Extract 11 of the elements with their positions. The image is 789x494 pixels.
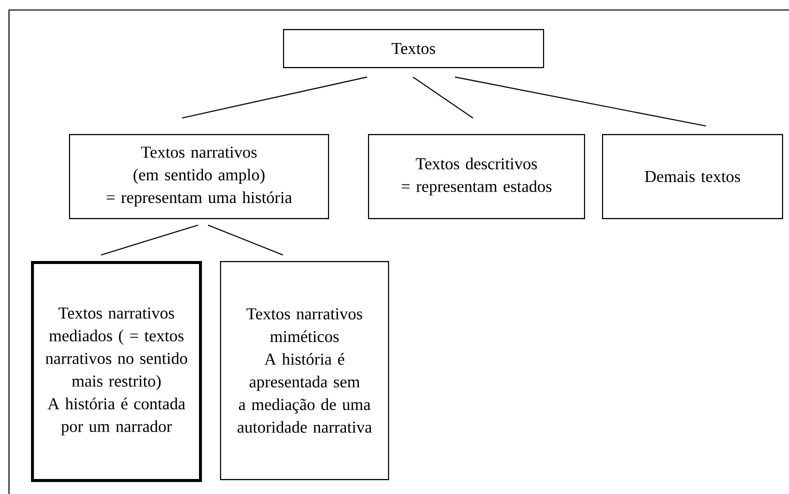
category-box: Demais textos	[602, 134, 784, 220]
subcategory-box: Textos narrativos miméticos A história é apresentada sem a mediação de uma autoridade narrativa	[220, 261, 390, 480]
connector-line	[182, 76, 368, 119]
category-box: Textos descritivos = representam estados	[368, 134, 586, 220]
connector-line	[412, 76, 474, 118]
connector-line	[100, 224, 198, 256]
root-box: Textos	[283, 29, 544, 68]
connector-line	[454, 76, 706, 127]
category-box: Textos narrativos (em sentido amplo) = representam uma história	[69, 134, 330, 220]
subcategory-box: Textos narrativos mediados ( = textos narrativos no sentido mais restrito) A história é contada por um narrador	[31, 261, 202, 482]
connector-line	[208, 224, 284, 256]
